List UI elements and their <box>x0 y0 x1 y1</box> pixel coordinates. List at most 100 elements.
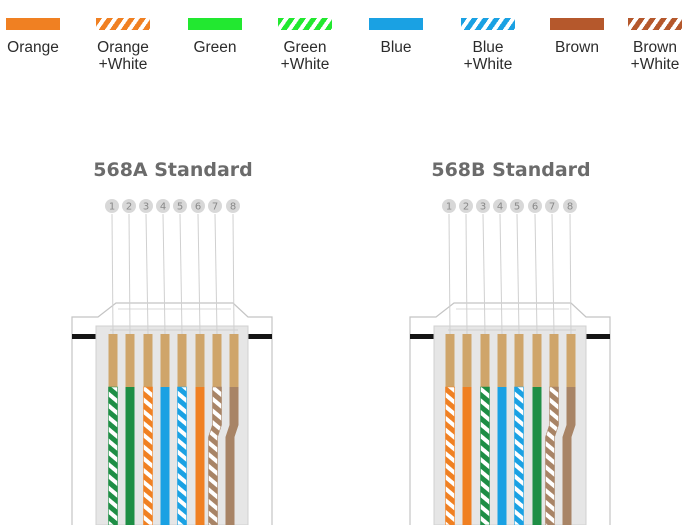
pin-marker <box>139 199 153 213</box>
legend-item: Green +White <box>260 18 350 73</box>
latch-line-left <box>410 334 436 339</box>
latch-line-left <box>72 334 98 339</box>
legend-swatch <box>6 18 60 30</box>
plug-cavity <box>433 325 587 525</box>
legend-swatch <box>550 18 604 30</box>
legend-item: Brown <box>532 18 622 56</box>
legend-swatch <box>278 18 332 30</box>
latch-line-right <box>248 334 272 339</box>
legend-item: Green <box>170 18 260 56</box>
wire-conductor <box>177 386 187 525</box>
wire-conductor <box>143 386 153 525</box>
pin-number: 7 <box>549 202 555 213</box>
pin-marker <box>510 199 524 213</box>
pin-lead <box>534 213 538 335</box>
pin-number: 8 <box>230 202 236 213</box>
gold-contact <box>229 334 239 387</box>
wire-conductor <box>497 387 507 525</box>
pin-lead <box>499 213 503 335</box>
pin-lead <box>516 213 520 335</box>
pin-number: 6 <box>195 202 201 213</box>
gold-contact <box>514 334 524 387</box>
gold-contact <box>445 334 455 387</box>
plug-cavity <box>95 325 249 525</box>
wire-conductor <box>532 387 542 525</box>
pin-lead <box>197 213 201 335</box>
pin-number: 3 <box>143 202 149 213</box>
pin-marker <box>226 199 240 213</box>
pin-number: 4 <box>497 202 503 213</box>
pin-number: 3 <box>480 202 486 213</box>
legend-label: Green +White <box>280 39 330 73</box>
gold-contact <box>108 334 118 387</box>
pin-marker <box>545 199 559 213</box>
legend-item: Blue <box>351 18 441 56</box>
gold-contact <box>532 334 542 387</box>
wire-conductor <box>462 387 472 525</box>
gold-contact <box>566 334 576 387</box>
pin-marker <box>493 199 507 213</box>
pin-number: 5 <box>177 202 183 213</box>
pin-lead <box>232 213 235 335</box>
wire-conductor <box>562 387 576 525</box>
pin-marker <box>105 199 119 213</box>
pin-number: 2 <box>463 202 469 213</box>
gold-contact <box>195 334 205 387</box>
pin-lead <box>145 213 149 335</box>
legend-swatch <box>369 18 423 30</box>
gold-contact <box>212 334 222 387</box>
legend-item: Brown +White <box>610 18 700 73</box>
pin-lead <box>179 213 183 335</box>
pin-number: 6 <box>532 202 538 213</box>
color-legend: Orange Orange +White Green Green +White Blue… <box>0 0 700 80</box>
pin-marker <box>442 199 456 213</box>
legend-label: Brown +White <box>630 39 680 73</box>
gold-contact <box>549 334 559 387</box>
gold-contact <box>160 334 170 387</box>
wire-conductor <box>208 386 222 525</box>
gold-contact <box>462 334 472 387</box>
pin-lead <box>214 213 218 335</box>
pin-number: 1 <box>446 202 452 213</box>
pin-marker <box>563 199 577 213</box>
legend-label: Blue +White <box>463 39 513 73</box>
pin-number: 2 <box>126 202 132 213</box>
pin-lead <box>162 213 166 335</box>
latch-line-right <box>586 334 610 339</box>
wire-conductor <box>514 386 524 525</box>
gold-contact <box>143 334 153 387</box>
legend-label: Green <box>193 39 237 56</box>
standard-title: 568A Standard <box>93 159 253 181</box>
wire-conductor <box>480 386 490 525</box>
pin-lead <box>569 213 572 335</box>
pin-marker <box>191 199 205 213</box>
gold-contact <box>177 334 187 387</box>
legend-label: Orange <box>7 39 59 56</box>
pin-number: 1 <box>109 202 115 213</box>
wire-conductor <box>125 387 135 525</box>
pin-lead <box>448 213 451 335</box>
wire-conductor <box>445 386 455 525</box>
pin-marker <box>156 199 170 213</box>
pin-lead <box>111 213 114 335</box>
legend-item: Orange <box>0 18 78 56</box>
legend-item: Orange +White <box>78 18 168 73</box>
pin-number: 8 <box>567 202 573 213</box>
pin-marker <box>528 199 542 213</box>
wire-conductor <box>545 386 559 525</box>
standard-title: 568B Standard <box>431 159 590 181</box>
pin-marker <box>122 199 136 213</box>
legend-swatch <box>188 18 242 30</box>
pin-marker <box>208 199 222 213</box>
pin-marker <box>173 199 187 213</box>
pin-lead <box>128 213 131 335</box>
wire-conductor <box>160 387 170 525</box>
legend-swatch <box>96 18 150 30</box>
gold-contact <box>497 334 507 387</box>
legend-swatch <box>628 18 682 30</box>
legend-swatch <box>461 18 515 30</box>
pin-number: 7 <box>212 202 218 213</box>
